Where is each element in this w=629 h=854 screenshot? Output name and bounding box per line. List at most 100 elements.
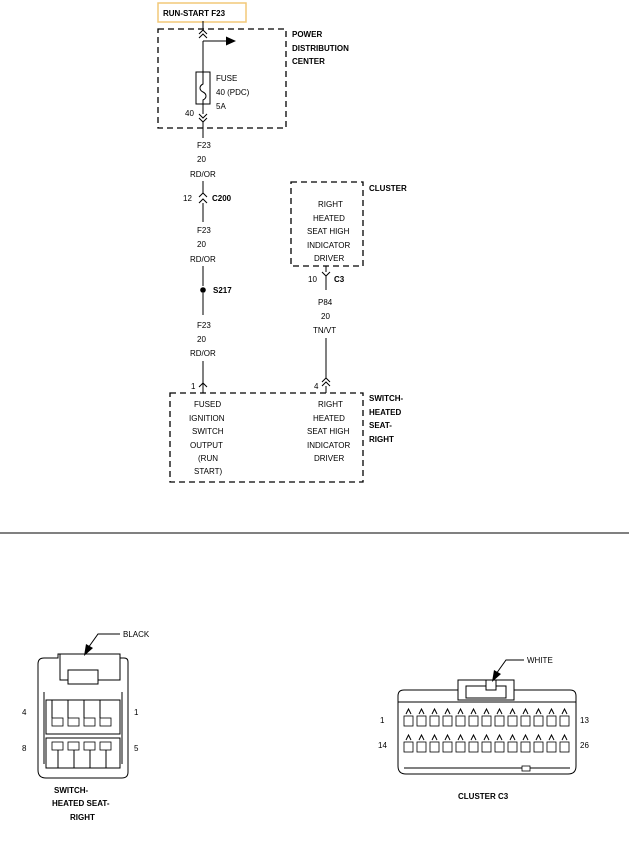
wire2-gauge: 20 xyxy=(197,240,206,249)
c3-pin-latch-icon xyxy=(496,733,503,741)
switch-label-4: RIGHT xyxy=(369,435,394,444)
wire4-gauge: 20 xyxy=(321,312,330,321)
c3-pin-latch-icon xyxy=(431,733,438,741)
c3-pin-latch-icon xyxy=(548,733,555,741)
cluster-connector-face xyxy=(397,679,577,775)
pdc-chevron-top-icon xyxy=(198,29,208,35)
c3-pin-cavity xyxy=(494,741,505,753)
switch-pin-right: 4 xyxy=(314,382,319,391)
switch-conn-pin-5: 5 xyxy=(134,744,139,753)
cluster-pin: 10 xyxy=(308,275,317,284)
switch-conn-caption-3: RIGHT xyxy=(70,813,95,822)
pdc-label-2: DISTRIBUTION xyxy=(292,44,349,53)
c200-pin: 12 xyxy=(183,194,192,203)
switch-connector-face xyxy=(37,653,129,779)
c3-pin-latch-icon xyxy=(509,707,516,715)
pdc-label-3: CENTER xyxy=(292,57,325,66)
c3-pin-cavity xyxy=(429,715,440,727)
c3-pin-cavity xyxy=(403,715,414,727)
pdc-chevron-top2-icon xyxy=(198,33,208,39)
switch-right-3: SEAT HIGH xyxy=(307,427,350,436)
c3-pin-cavity xyxy=(455,741,466,753)
cluster-conn-pin-1: 1 xyxy=(380,716,385,725)
wire1-circuit: F23 xyxy=(197,141,211,150)
c3-pin-latch-icon xyxy=(418,707,425,715)
cluster-box xyxy=(290,181,364,267)
wire4-color: TN/VT xyxy=(313,326,336,335)
cluster-connector-color: WHITE xyxy=(527,656,553,665)
switch-right-5: DRIVER xyxy=(314,454,344,463)
wire3-circuit: F23 xyxy=(197,321,211,330)
cluster-line-2: HEATED xyxy=(313,214,345,223)
switch-pin4-chevron2-icon xyxy=(321,381,331,387)
black-leader-line xyxy=(87,633,120,649)
switch-left-4: OUTPUT xyxy=(190,441,223,450)
c3-pin-cavity xyxy=(546,715,557,727)
c3-pin-cavity xyxy=(416,741,427,753)
cluster-connector: C3 xyxy=(334,275,345,284)
black-arrow-icon xyxy=(84,644,93,656)
switch-left-1: FUSED xyxy=(194,400,221,409)
cluster-c3-chevron-icon xyxy=(321,271,331,277)
white-leader-line xyxy=(495,659,524,675)
switch-conn-pin-8: 8 xyxy=(22,744,27,753)
fuse-label-1: FUSE xyxy=(216,74,237,83)
wire3-gauge: 20 xyxy=(197,335,206,344)
cluster-c3-top-row xyxy=(403,707,570,727)
c3-pin-cavity xyxy=(520,741,531,753)
cluster-line-3: SEAT HIGH xyxy=(307,227,350,236)
c3-pin-latch-icon xyxy=(483,733,490,741)
splice-dot-icon xyxy=(200,287,206,293)
c3-pin-cavity xyxy=(481,715,492,727)
switch-pin-left: 1 xyxy=(191,382,196,391)
c3-pin-cavity xyxy=(468,741,479,753)
cluster-line-5: DRIVER xyxy=(314,254,344,263)
pdc-chevron-bottom-icon xyxy=(198,113,208,119)
c3-pin-latch-icon xyxy=(496,707,503,715)
c200-name: C200 xyxy=(212,194,232,203)
c200-male-icon xyxy=(198,192,208,198)
cluster-conn-pin-26: 26 xyxy=(580,741,589,750)
wire1-gauge: 20 xyxy=(197,155,206,164)
cluster-conn-pin-14: 14 xyxy=(378,741,387,750)
cluster-label: CLUSTER xyxy=(369,184,407,193)
c3-pin-cavity xyxy=(442,741,453,753)
cluster-conn-pin-13: 13 xyxy=(580,716,589,725)
switch-label-1: SWITCH- xyxy=(369,394,404,403)
switch-right-1: RIGHT xyxy=(318,400,343,409)
c3-pin-latch-icon xyxy=(470,733,477,741)
wire2-circuit: F23 xyxy=(197,226,211,235)
diagram-title: RUN-START F23 xyxy=(163,9,226,18)
c3-pin-cavity xyxy=(416,715,427,727)
c3-pin-cavity xyxy=(507,715,518,727)
switch-pin4-chevron-icon xyxy=(321,377,331,383)
cluster-c3-bottom-row xyxy=(403,733,570,753)
switch-label-3: SEAT- xyxy=(369,421,392,430)
c3-pin-latch-icon xyxy=(457,733,464,741)
c3-pin-latch-icon xyxy=(548,707,555,715)
c3-pin-latch-icon xyxy=(470,707,477,715)
c3-pin-cavity xyxy=(403,741,414,753)
switch-left-2: IGNITION xyxy=(189,414,225,423)
switch-left-3: SWITCH xyxy=(192,427,224,436)
white-arrow-icon xyxy=(492,670,501,682)
pdc-box xyxy=(157,28,287,129)
c3-pin-cavity xyxy=(468,715,479,727)
fuse-label-2: 40 (PDC) xyxy=(216,88,250,97)
switch-conn-pin-1: 1 xyxy=(134,708,139,717)
wire3-color: RD/OR xyxy=(190,349,216,358)
cluster-line-4: INDICATOR xyxy=(307,241,350,250)
c3-pin-cavity xyxy=(533,741,544,753)
wire2-color: RD/OR xyxy=(190,255,216,264)
c3-pin-cavity xyxy=(494,715,505,727)
c3-pin-latch-icon xyxy=(522,733,529,741)
c3-pin-cavity xyxy=(429,741,440,753)
c3-pin-latch-icon xyxy=(405,733,412,741)
switch-conn-pin-4: 4 xyxy=(22,708,27,717)
c3-pin-latch-icon xyxy=(535,733,542,741)
switch-label-2: HEATED xyxy=(369,408,402,417)
pdc-cavity: 40 xyxy=(185,109,194,118)
c3-pin-latch-icon xyxy=(509,733,516,741)
c3-pin-cavity xyxy=(507,741,518,753)
cluster-line-1: RIGHT xyxy=(318,200,343,209)
